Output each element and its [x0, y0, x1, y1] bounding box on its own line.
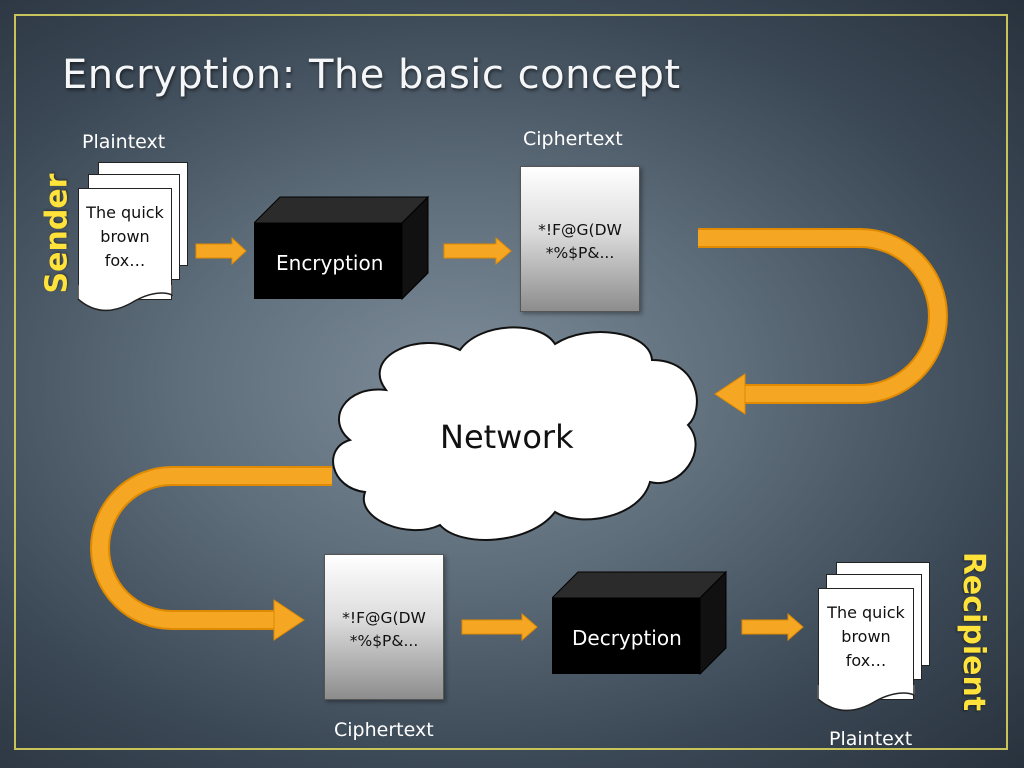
bottom-ciphertext-line1: *!F@G(DW	[342, 609, 426, 627]
slide-frame	[14, 14, 1008, 750]
curve-arrow-to-network	[698, 228, 948, 404]
encryption-label: Encryption	[276, 251, 384, 275]
bottom-ciphertext-label: Ciphertext	[334, 719, 434, 741]
arrow-ciphertext-to-decryption	[461, 612, 538, 642]
bottom-ciphertext-line2: *%$P&...	[349, 632, 419, 650]
encryption-cube	[254, 195, 430, 301]
decryption-label: Decryption	[572, 626, 682, 650]
top-ciphertext-box: *!F@G(DW *%$P&...	[520, 166, 640, 312]
slide-title: Encryption: The basic concept	[62, 52, 681, 98]
curve-arrow-from-network	[90, 466, 332, 630]
top-ciphertext-line1: *!F@G(DW	[538, 221, 622, 239]
top-ciphertext-label: Ciphertext	[523, 128, 623, 150]
recipient-plaintext-text: The quick brown fox…	[827, 603, 905, 670]
top-ciphertext-line2: *%$P&...	[545, 244, 615, 262]
decryption-cube	[552, 570, 728, 676]
recipient-plaintext-label: Plaintext	[829, 728, 913, 750]
recipient-document-front: The quick brown fox…	[817, 588, 915, 712]
sender-plaintext-text: The quick brown fox…	[86, 203, 164, 270]
bottom-ciphertext-box: *!F@G(DW *%$P&...	[324, 554, 444, 700]
sender-plaintext-label: Plaintext	[82, 131, 166, 153]
arrow-plaintext-to-encryption	[195, 236, 247, 266]
network-label: Network	[440, 418, 574, 456]
arrow-decryption-to-plaintext	[741, 612, 804, 642]
document-wave-edge	[77, 285, 173, 312]
network-cloud	[332, 326, 698, 541]
arrow-encryption-to-ciphertext	[443, 236, 512, 266]
sender-document-front: The quick brown fox…	[77, 188, 173, 312]
document-wave-edge	[817, 685, 915, 712]
